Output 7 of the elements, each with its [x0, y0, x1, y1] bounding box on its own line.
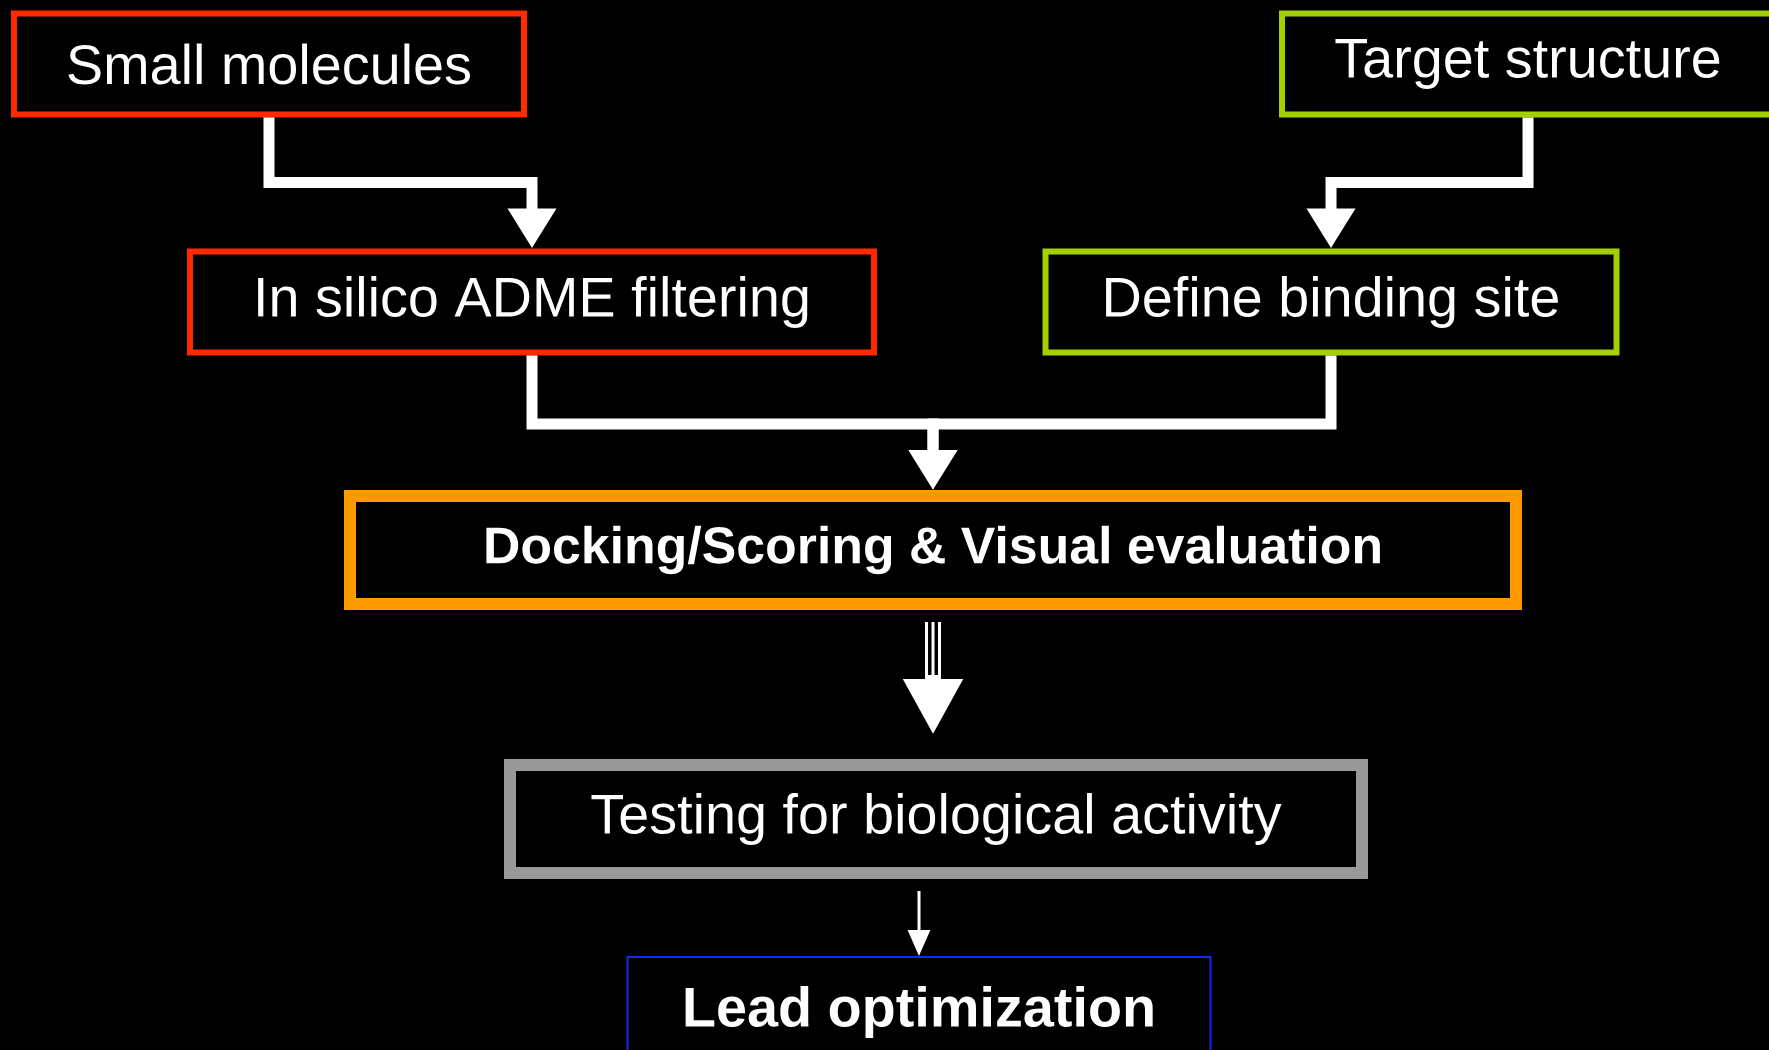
process-box: Docking/Scoring & Visual evaluation	[344, 490, 1522, 610]
process-box: Lead optimization	[626, 956, 1212, 1050]
process-box: Target structure	[1279, 10, 1769, 118]
process-box: Testing for biological activity	[504, 759, 1368, 879]
process-box: Define binding site	[1042, 248, 1620, 356]
process-box: Small molecules	[11, 10, 527, 118]
process-box: In silico ADME filtering	[187, 248, 877, 356]
